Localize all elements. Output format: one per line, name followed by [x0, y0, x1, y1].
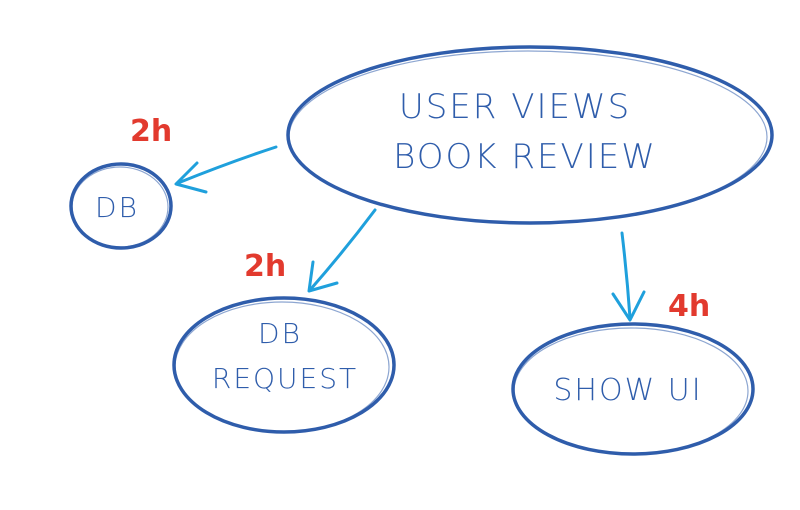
edge-line: [176, 145, 278, 185]
node-label-line1: USER VIEWS: [399, 87, 631, 127]
node-label: DB: [95, 191, 139, 224]
edge-root-to-db: 2h: [130, 114, 278, 194]
node-label-line2: REQUEST: [212, 362, 358, 395]
arrowhead: [174, 161, 208, 194]
node-label-line2: BOOK REVIEW: [393, 137, 657, 177]
edge-line: [620, 231, 632, 320]
node-outline: [69, 162, 173, 250]
node-outline-sketch: [71, 166, 169, 248]
arrowhead: [611, 290, 646, 322]
node-label-line1: DB: [258, 317, 302, 350]
edge-estimate-label: 4h: [668, 289, 710, 324]
node-outline-sketch: [288, 50, 768, 224]
arrowhead: [307, 260, 339, 293]
edge-estimate-label: 2h: [244, 249, 286, 284]
edge-root-to-db-request: 2h: [244, 208, 377, 293]
node-outline-sketch: [174, 301, 390, 433]
node-user-views-book-review[interactable]: USER VIEWS BOOK REVIEW: [286, 45, 774, 225]
node-db[interactable]: DB: [69, 162, 173, 250]
edge-line: [308, 208, 377, 292]
node-outline-sketch: [513, 327, 749, 455]
edge-root-to-show-ui: 4h: [611, 231, 710, 324]
edge-estimate-label: 2h: [130, 114, 172, 149]
node-label: SHOW UI: [553, 373, 702, 408]
node-db-request[interactable]: DB REQUEST: [172, 296, 396, 434]
node-show-ui[interactable]: SHOW UI: [511, 322, 755, 456]
